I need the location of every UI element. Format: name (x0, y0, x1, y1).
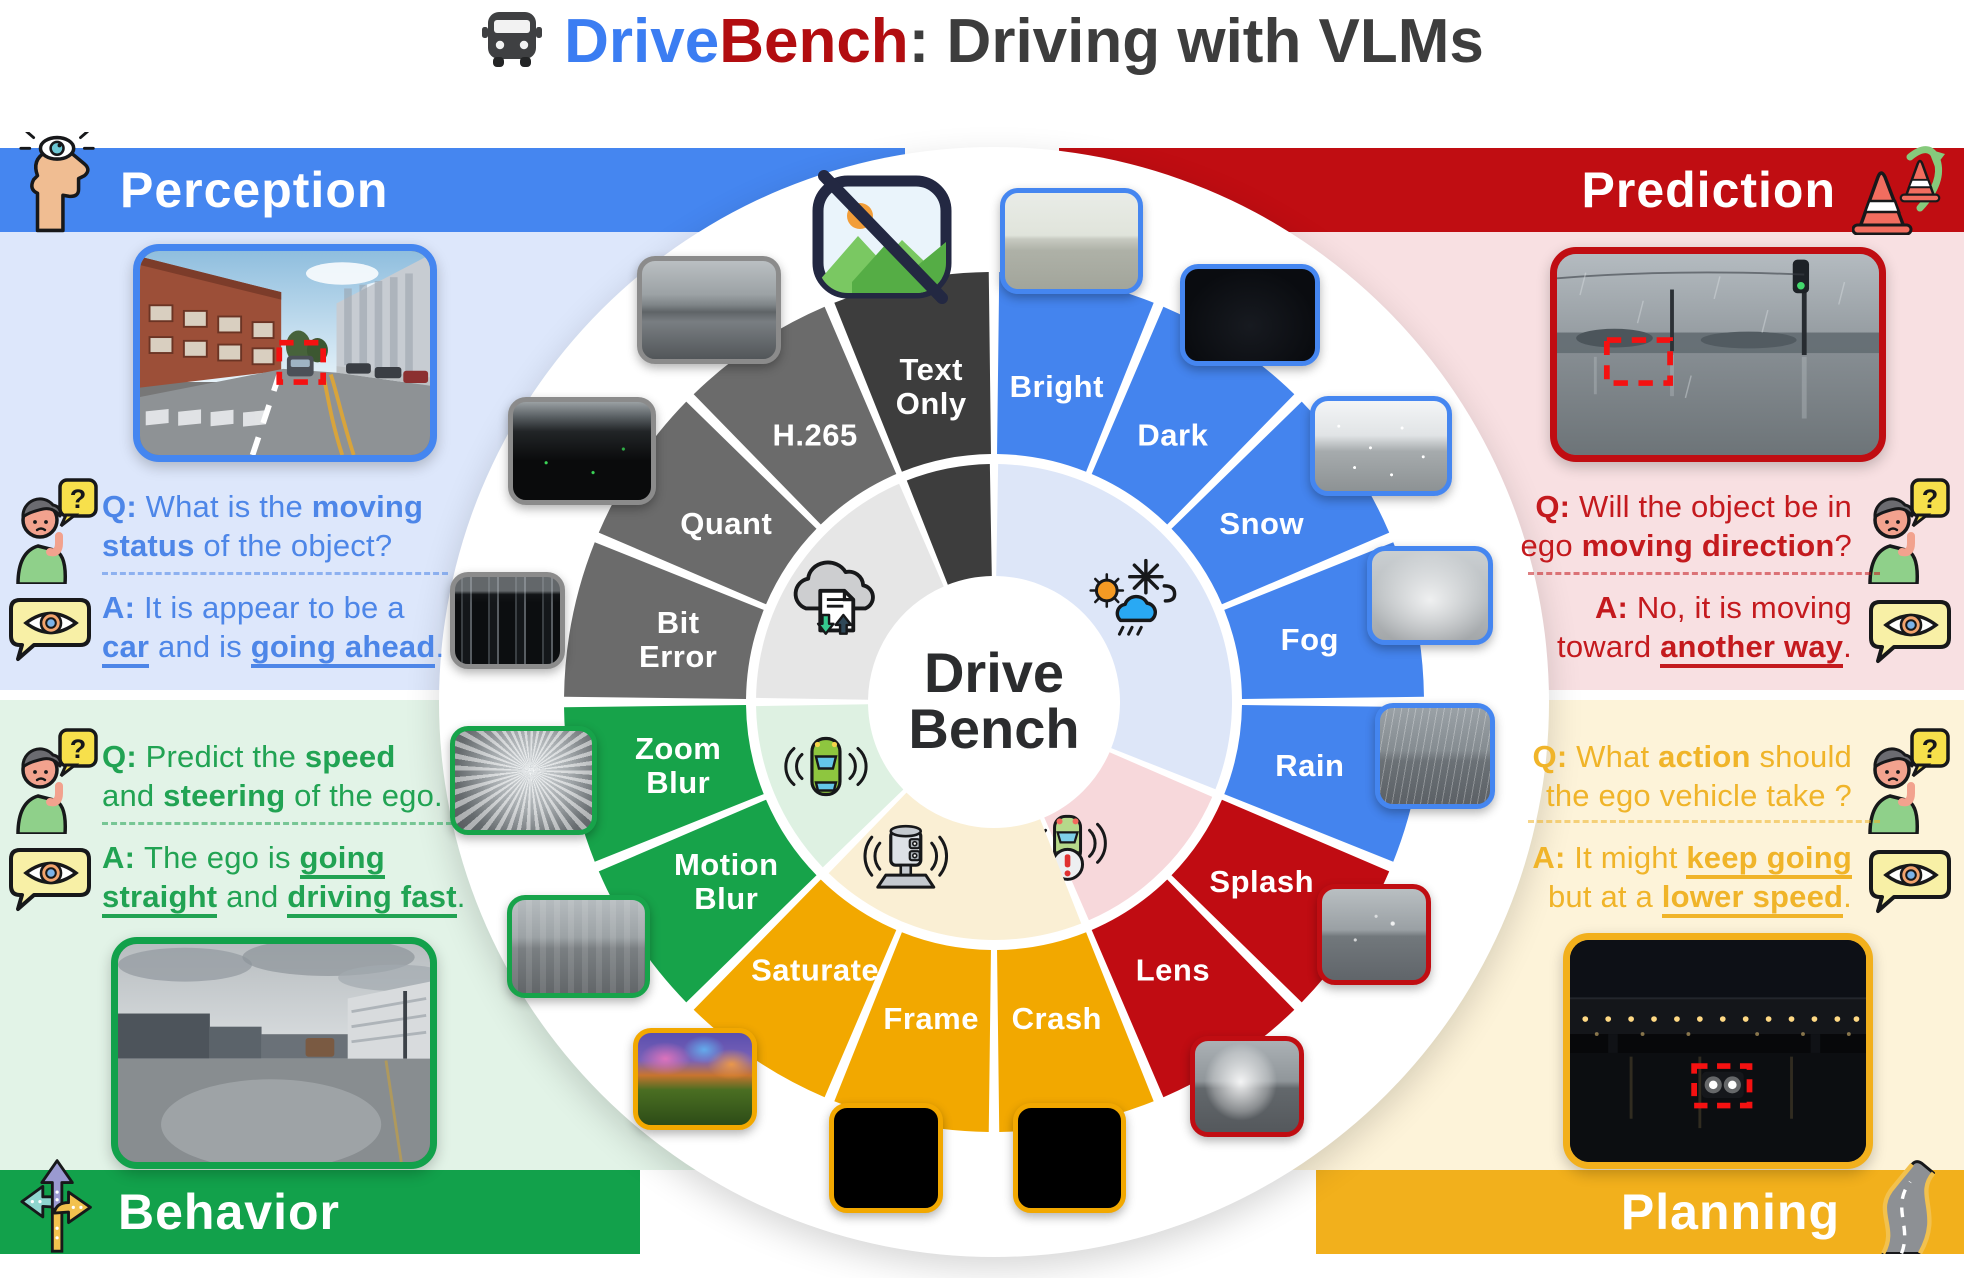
wheel-segment-label-dark: Dark (1137, 417, 1208, 452)
planning-road-icon (1856, 1156, 1948, 1254)
wheel-segment-label-fog: Fog (1281, 622, 1339, 657)
wheel-segment-label-snow: Snow (1219, 506, 1304, 541)
question-person-icon: ? (1862, 478, 1954, 589)
perception-eye-head-icon (16, 132, 104, 236)
lens-sample-image (1190, 1036, 1304, 1137)
answer-eye-icon (1868, 848, 1952, 923)
title-part3: : Driving with VLMs (908, 7, 1484, 76)
wheel-segment-label-h265: H.265 (772, 417, 857, 452)
behavior-example-image (111, 937, 437, 1169)
wheel-center-title: Drive (924, 641, 1064, 704)
perception-divider (102, 572, 448, 575)
planning-divider (1528, 820, 1880, 823)
behavior-banner: Behavior (0, 1159, 640, 1254)
planning-banner-label: Planning (1620, 1184, 1840, 1240)
wheel-inner-sector (906, 464, 992, 585)
bright-sample-image (1000, 188, 1143, 294)
wheel-segment-bit-error (564, 542, 764, 699)
prediction-banner-label: Prediction (1581, 162, 1836, 218)
page-title: DriveBench: Driving with VLMs (564, 6, 1484, 77)
cloud-file-icon (793, 560, 875, 635)
fog-sample-image (1367, 546, 1493, 645)
title-part2: Bench (719, 7, 909, 76)
saturate-sample-image (633, 1028, 757, 1130)
crash-sample-image (1013, 1103, 1126, 1213)
wheel-segment-crash (997, 932, 1154, 1132)
question-person-icon: ? (10, 478, 102, 589)
prediction-divider (1528, 572, 1880, 575)
perception-example-image (133, 244, 437, 462)
splash-sample-image (1317, 884, 1431, 985)
question-person-icon: ? (10, 728, 102, 839)
snow-sample-image (1310, 396, 1452, 496)
wheel-background-circle (439, 147, 1549, 1257)
wheel-segment-label-crash: Crash (1012, 1001, 1102, 1036)
wheel-segment-label-frame: Frame (883, 1001, 979, 1036)
weather-icon (1089, 558, 1177, 636)
planning-banner: Planning (1316, 1160, 1964, 1254)
no-image-icon (812, 170, 952, 304)
rain-sample-image (1375, 703, 1495, 809)
svg-text:?: ? (70, 484, 87, 514)
answer-eye-icon (8, 596, 92, 671)
prediction-example-image (1550, 247, 1886, 462)
question-person-icon: ? (1862, 728, 1954, 839)
wheel-segment-bright (997, 272, 1154, 472)
answer-eye-icon (1868, 598, 1952, 673)
zoomblur-sample-image (450, 726, 597, 835)
svg-text:?: ? (70, 734, 87, 764)
figure-title: DriveBench: Driving with VLMs (0, 6, 1964, 77)
lidar-icon (863, 824, 949, 889)
wheel-segment-label-splash: Splash (1209, 864, 1314, 899)
frame-sample-image (829, 1103, 943, 1213)
wheel-segment-label-lens: Lens (1136, 953, 1210, 988)
motionblur-sample-image (507, 895, 650, 998)
prediction-cones-icon (1852, 135, 1948, 235)
wheel-segment-label-rain: Rain (1275, 748, 1344, 783)
answer-eye-icon (8, 846, 92, 921)
bus-icon (480, 7, 544, 76)
wheel-segment-label-bright: Bright (1010, 369, 1104, 404)
behavior-divider (102, 822, 452, 825)
wheel-segment-zoom-blur (564, 705, 764, 862)
wheel-segment-frame (834, 932, 991, 1132)
biterror-sample-image (450, 572, 565, 669)
behavior-arrows-icon (16, 1154, 102, 1254)
perception-banner-label: Perception (120, 162, 389, 218)
wheel-segment-label-quant: Quant (680, 506, 772, 541)
wheel-center-title: Bench (908, 697, 1079, 760)
svg-text:?: ? (1922, 734, 1939, 764)
dark-sample-image (1180, 264, 1320, 366)
sensing-car-icon (784, 736, 868, 797)
wheel-inner-sector (1044, 752, 1213, 921)
svg-text:?: ? (1922, 484, 1939, 514)
perception-banner: Perception (0, 132, 905, 233)
wheel-segment-label-saturate: Saturate (751, 953, 879, 988)
wheel-segment-text-only (834, 272, 991, 472)
planning-example-image (1563, 933, 1873, 1169)
h265-sample-image (637, 256, 781, 364)
wheel-inner-sector (996, 464, 1232, 790)
title-part1: Drive (564, 7, 720, 76)
wheel-segment-rain (1224, 705, 1424, 862)
quant-sample-image (508, 397, 656, 505)
car-alert-icon (1028, 814, 1107, 881)
behavior-banner-label: Behavior (118, 1184, 340, 1240)
wheel-segment-motion-blur (598, 799, 817, 1003)
